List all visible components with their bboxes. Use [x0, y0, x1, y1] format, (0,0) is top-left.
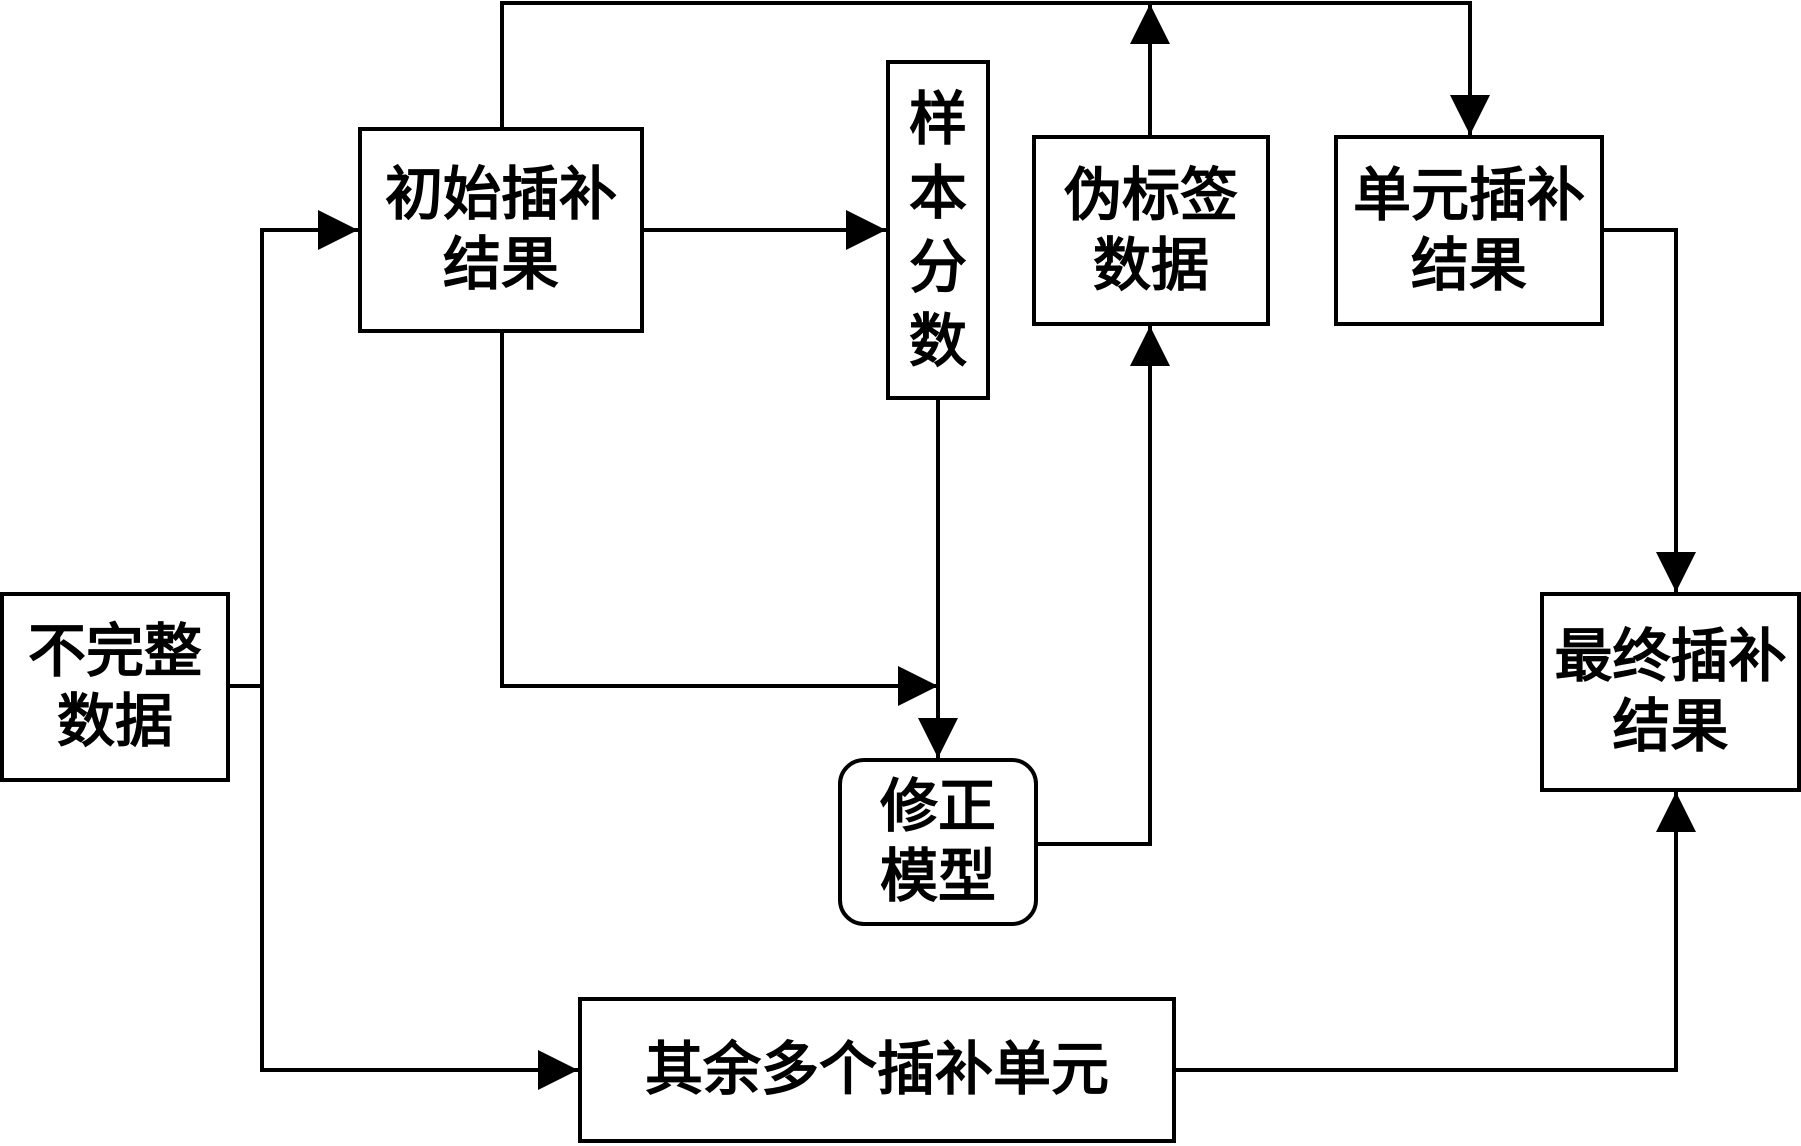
arrow-initial-to-correction	[500, 331, 940, 706]
node-unit-imputation-line2: 结果	[1410, 230, 1527, 299]
node-sample-score: 样 本 分 数	[886, 60, 990, 400]
node-incomplete-data: 不完整 数据	[0, 592, 230, 782]
arrow-incomplete-to-other-units	[260, 684, 580, 1090]
arrow-other-units-to-final	[1174, 790, 1696, 1072]
node-correction-model-line2: 模型	[879, 842, 996, 910]
node-correction-model-line1: 修正	[879, 772, 996, 841]
node-pseudo-label-line1: 伪标签	[1063, 160, 1238, 229]
node-pseudo-label: 伪标签 数据	[1032, 135, 1270, 326]
node-other-units-label: 其余多个插补单元	[644, 1035, 1109, 1104]
arrow-correction-to-pseudo	[1036, 324, 1170, 846]
node-initial-imputation-line2: 结果	[442, 230, 559, 298]
arrow-incomplete-to-initial	[226, 210, 360, 688]
node-initial-imputation: 初始插补 结果	[358, 127, 644, 333]
node-sample-score-char: 数	[908, 307, 967, 376]
node-final-imputation-line2: 结果	[1612, 692, 1729, 760]
node-incomplete-data-line1: 不完整	[27, 617, 202, 686]
node-other-units: 其余多个插补单元	[578, 997, 1176, 1143]
node-correction-model: 修正 模型	[838, 758, 1038, 926]
node-incomplete-data-line2: 数据	[56, 687, 173, 755]
node-sample-score-char: 本	[908, 158, 967, 227]
node-final-imputation-line1: 最终插补	[1554, 622, 1787, 691]
node-pseudo-label-line2: 数据	[1092, 230, 1209, 299]
node-sample-score-char: 分	[908, 233, 967, 301]
node-sample-score-char: 样	[908, 84, 967, 153]
node-initial-imputation-line1: 初始插补	[384, 160, 617, 229]
node-unit-imputation: 单元插补 结果	[1334, 135, 1604, 326]
arrow-unit-to-final	[1602, 228, 1696, 594]
node-unit-imputation-line1: 单元插补	[1352, 160, 1585, 229]
node-final-imputation: 最终插补 结果	[1540, 592, 1801, 792]
arrow-initial-to-unit-imputation	[500, 1, 1490, 137]
